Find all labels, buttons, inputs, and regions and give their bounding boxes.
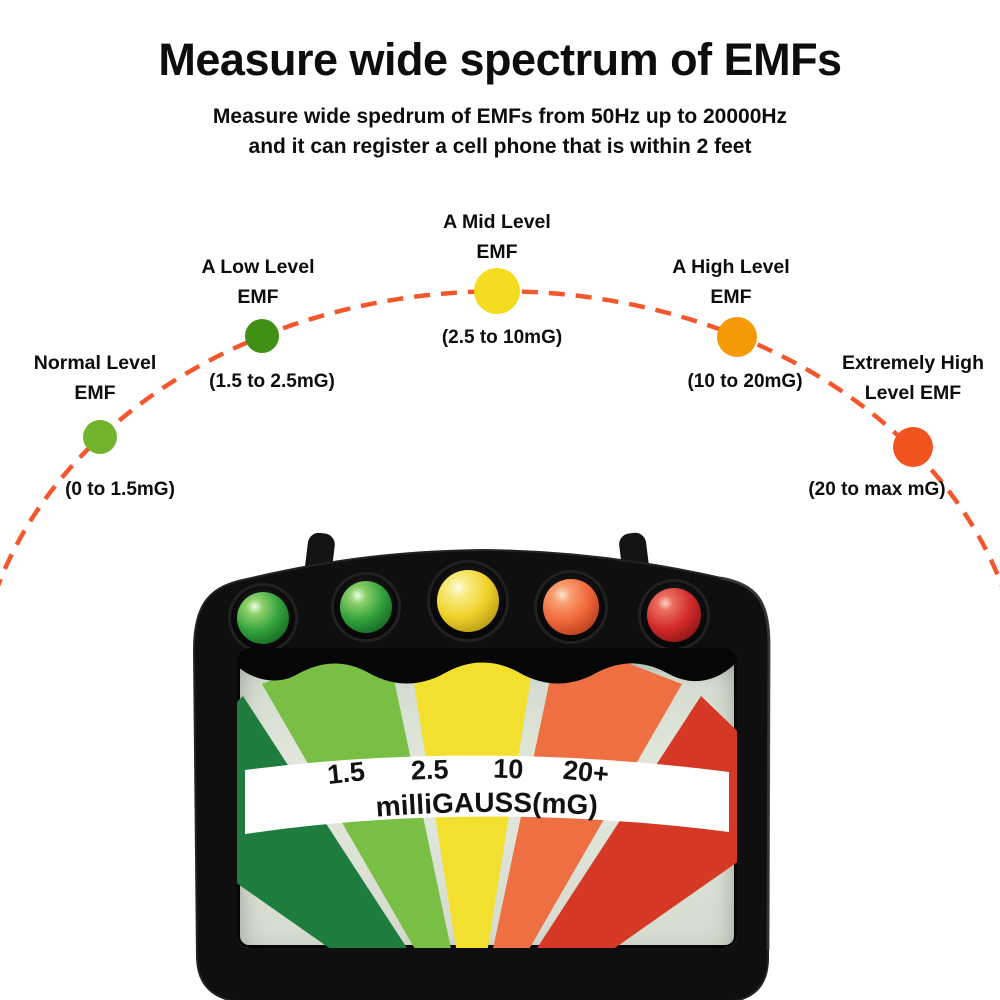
mid-level-dot [474,268,520,314]
green-led-2-lens [339,580,393,634]
red-led [641,582,707,648]
level-range-low: (1.5 to 2.5mG) [209,371,335,392]
yellow-led [430,563,506,639]
scale-band [245,755,729,834]
level-range-high: (10 to 20mG) [687,371,803,392]
scale-tick-2: 2.5 [410,754,449,785]
red-led-lens [646,587,702,643]
level-range-mid: (2.5 to 10mG) [441,327,563,348]
display-wavy-trim [237,648,737,684]
level-label-normal: Normal Level EMF [33,352,157,405]
device-edge-highlight [720,576,771,951]
high-level-dot [717,317,757,357]
green-led-1 [231,586,295,650]
scale-tick-3: 10 [493,753,524,784]
scale-tick-1: 1.5 [326,756,366,790]
level-label-high: A High Level EMF [672,256,790,309]
scale-tick-4: 20+ [562,755,611,790]
green-led-1-lens [236,591,290,645]
level-label-mid: A Mid Level EMF [443,211,551,264]
yellow-led-lens [436,569,500,633]
normal-level-dot [83,420,117,454]
level-range-normal: (0 to 1.5mG) [65,479,175,500]
level-label-extremely-high: Extremely High Level EMF [842,352,984,405]
page-subtitle: Measure wide spedrum of EMFs from 50Hz u… [212,105,788,159]
level-label-low: A Low Level EMF [201,256,315,309]
gauge-face: 1.5 2.5 10 20+ milliGAUSS(mG) [237,648,737,948]
level-range-extremely-high: (20 to max mG) [808,479,946,500]
orange-led [537,573,605,641]
page-title: Measure wide spectrum of EMFs [158,34,842,85]
unit-label: milliGAUSS(mG) [375,787,599,823]
green-led-2 [334,575,398,639]
extremely-high-level-dot [893,427,933,467]
low-level-dot [245,319,279,353]
orange-led-lens [543,579,599,635]
gauge-display: 1.5 2.5 10 20+ milliGAUSS(mG) [237,648,737,948]
unit-label-text: milliGAUSS(mG) [375,787,599,823]
